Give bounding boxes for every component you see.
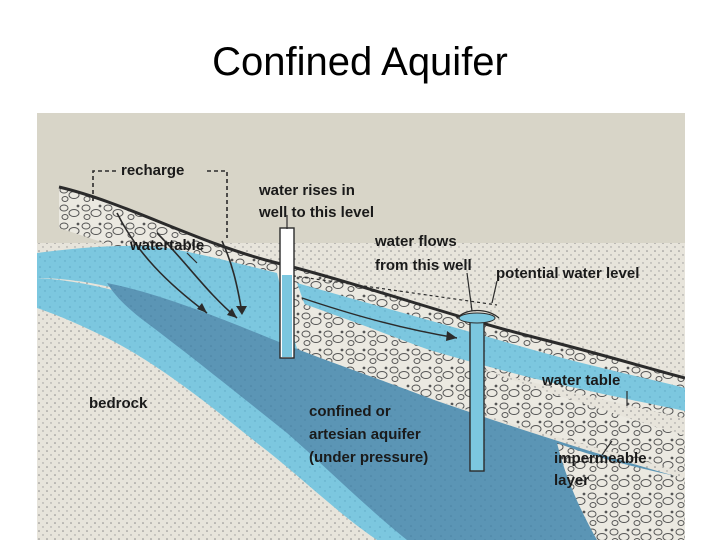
label-potential-water-level: potential water level bbox=[496, 265, 639, 282]
aquifer-flow-arrowhead bbox=[446, 331, 457, 341]
recharge-arrow-2 bbox=[156, 232, 238, 319]
confined-aquifer bbox=[107, 283, 685, 540]
recharge-arrowhead-3 bbox=[236, 306, 247, 315]
potential-level-leader bbox=[491, 280, 498, 304]
label-watertable-left: watertable bbox=[129, 237, 204, 254]
label-confined-1: confined or bbox=[309, 403, 391, 420]
left-well-water bbox=[282, 275, 292, 357]
recharge-bracket bbox=[92, 170, 228, 238]
label-water-rises-1: water rises in bbox=[258, 182, 355, 199]
ground-surface bbox=[58, 185, 685, 380]
impermeable-lower-layer bbox=[557, 443, 685, 540]
watertable-left-leader bbox=[186, 252, 198, 264]
impermeable-leader bbox=[601, 440, 613, 456]
label-confined-2: artesian aquifer bbox=[309, 426, 421, 443]
page-title: Confined Aquifer bbox=[212, 40, 508, 84]
confined-aquifer-diagram: recharge water rises in well to this lev… bbox=[37, 113, 685, 540]
water-flows-leader bbox=[466, 272, 473, 312]
label-impermeable-2: layer bbox=[554, 472, 589, 489]
recharge-arrowhead-2 bbox=[227, 308, 237, 318]
label-water-flows-1: water flows bbox=[374, 233, 457, 250]
label-recharge: recharge bbox=[121, 162, 184, 179]
recharge-arrow-1 bbox=[116, 212, 208, 314]
label-water-flows-2: from this well bbox=[375, 257, 472, 274]
right-well-spout bbox=[458, 312, 496, 324]
label-confined-3: (under pressure) bbox=[309, 449, 428, 466]
recharge-arrowhead-1 bbox=[197, 303, 207, 313]
recharge-water bbox=[37, 245, 307, 378]
potential-water-level-line bbox=[286, 274, 498, 306]
aquifer-flow-arrow bbox=[301, 297, 458, 339]
right-well-casing bbox=[469, 320, 485, 472]
label-water-table-right: water table bbox=[541, 372, 620, 389]
upper-water-layer bbox=[297, 283, 685, 411]
label-bedrock: bedrock bbox=[89, 395, 148, 412]
label-water-rises-2: well to this level bbox=[258, 204, 374, 221]
label-impermeable-1: impermeable bbox=[554, 450, 647, 467]
recharge-arrow-3 bbox=[221, 240, 243, 314]
right-well-fountain bbox=[456, 309, 500, 319]
